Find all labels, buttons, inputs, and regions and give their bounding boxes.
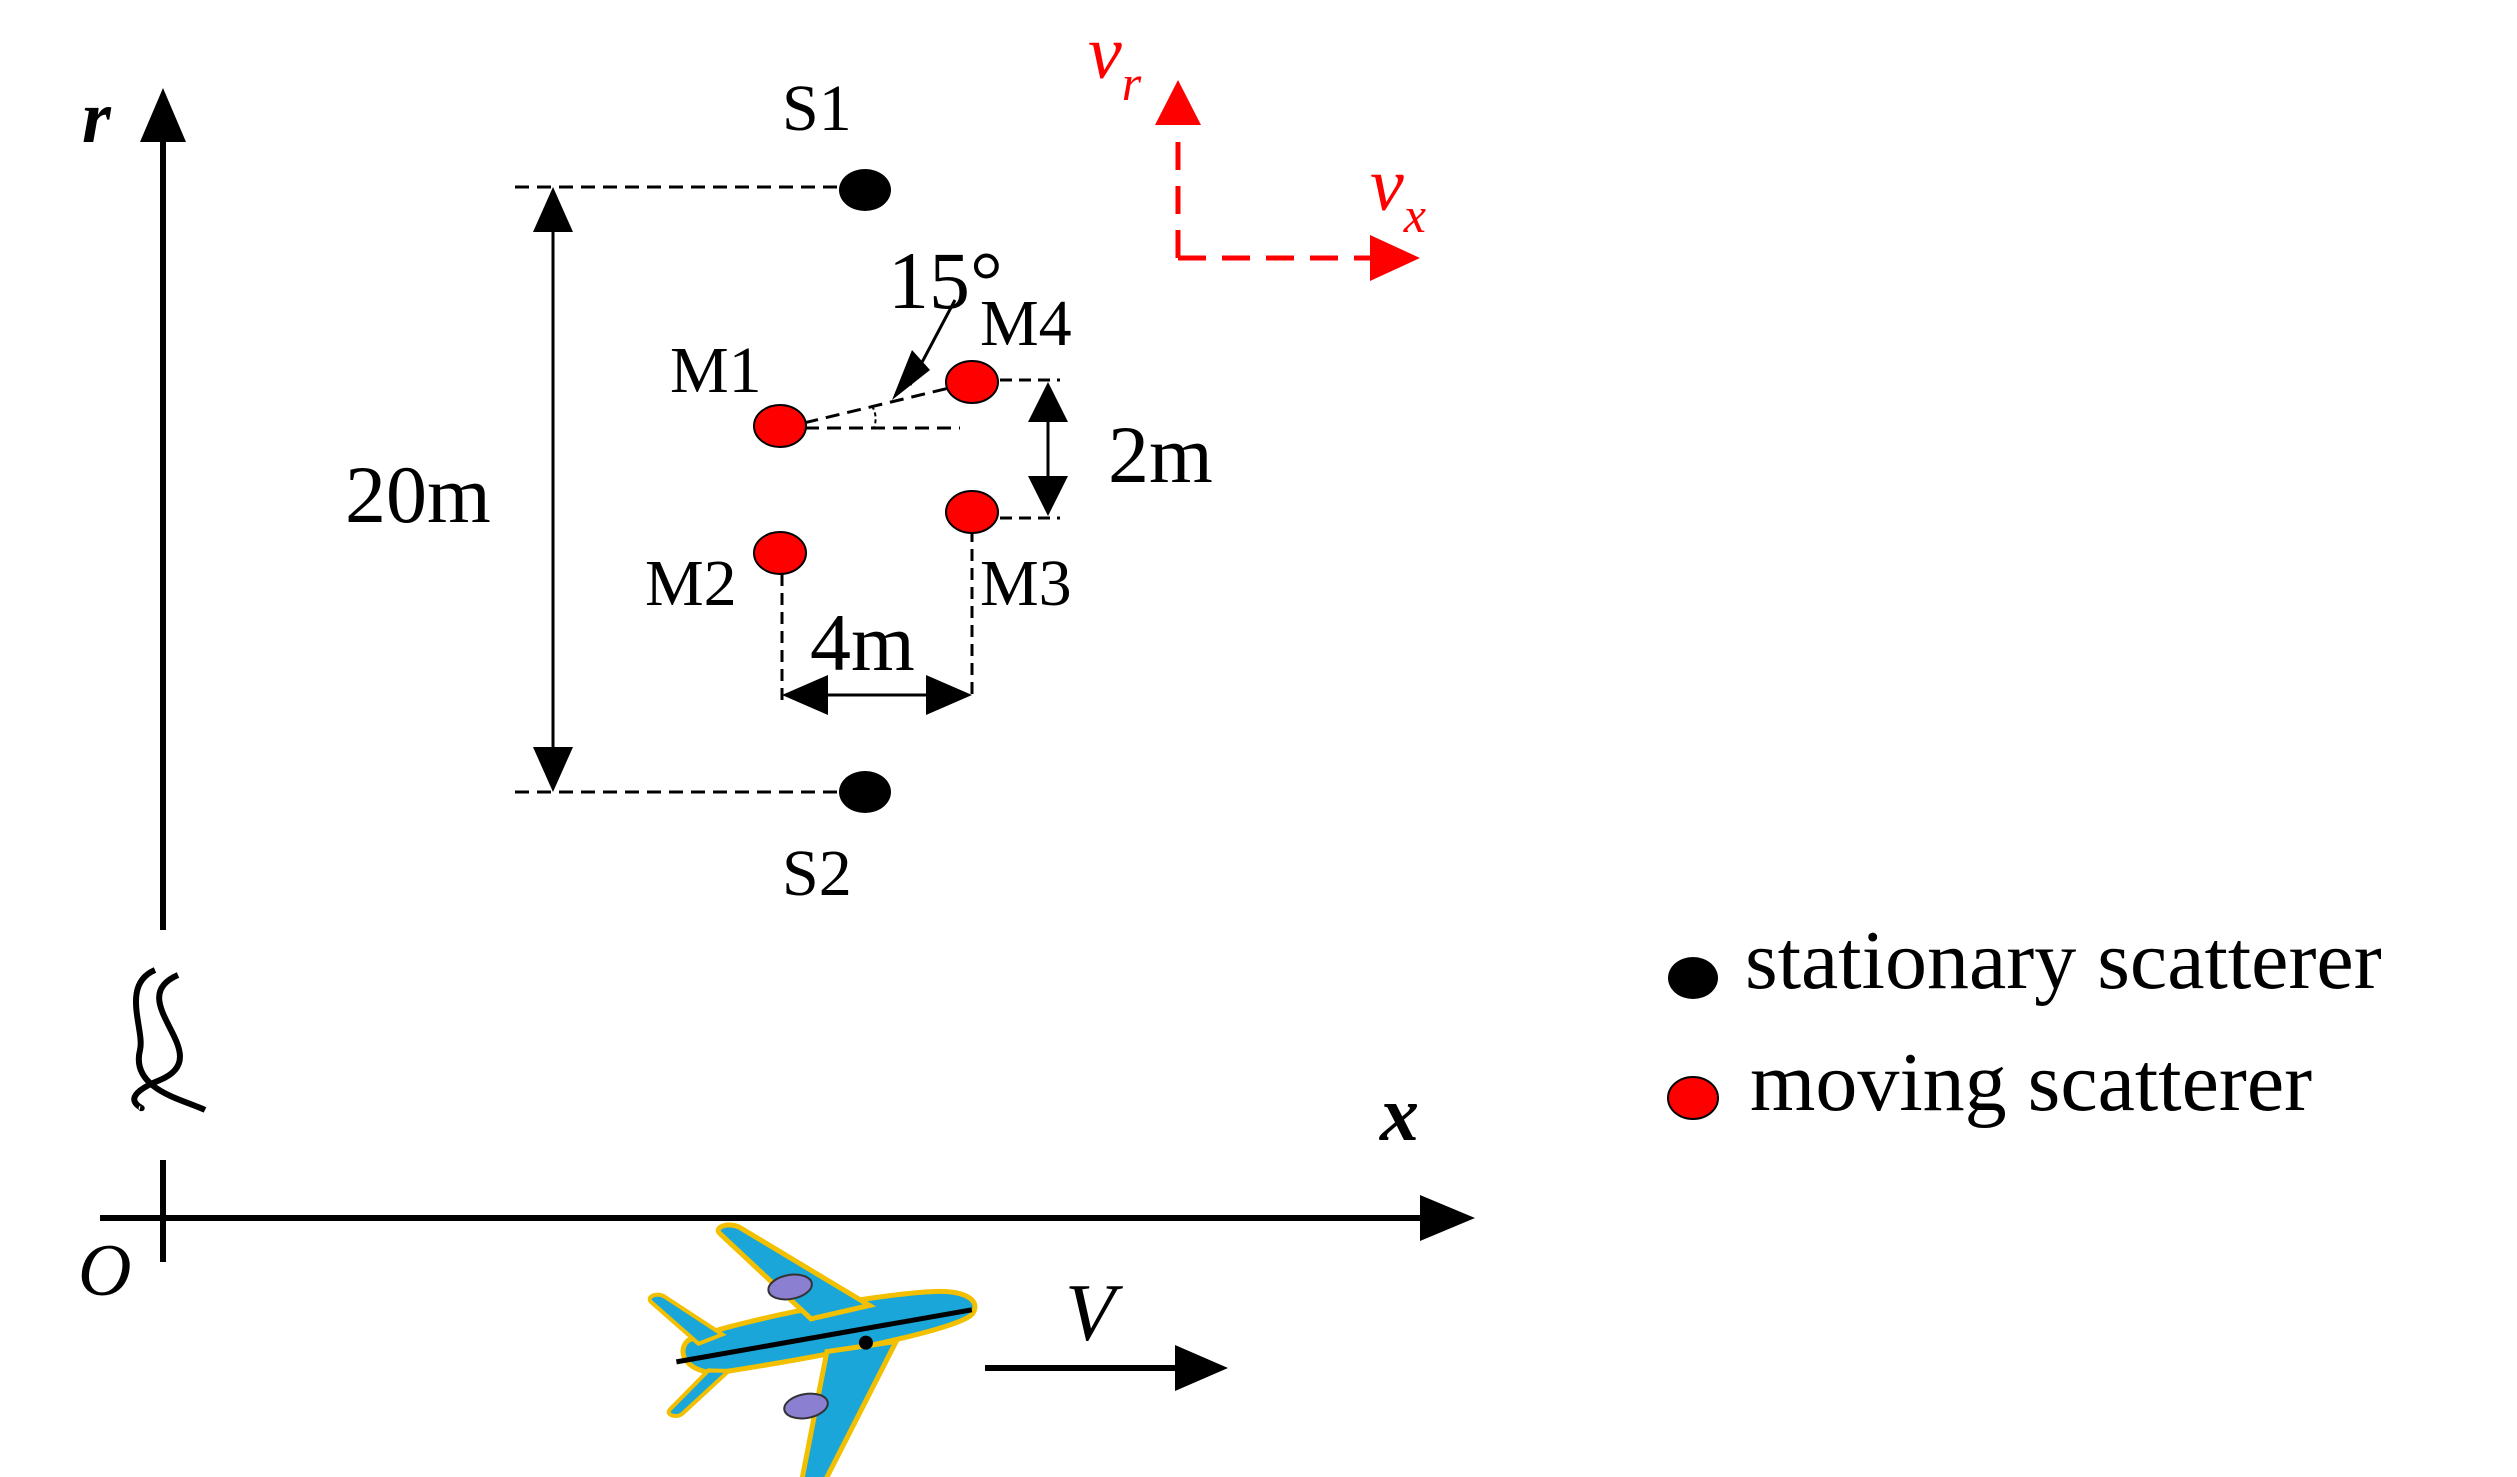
range-dimension-20m [515,185,840,794]
scatterer-m2-label: M2 [645,547,737,620]
scatterer-m3-label: M3 [980,547,1072,620]
legend: stationary scatterer moving scatterer [1667,914,2382,1129]
origin-label: O [78,1230,131,1312]
x-axis [100,1160,1475,1262]
moving-azimuth-label: 4m [810,597,915,688]
scatterer-m4 [945,360,999,404]
angle-annotation [782,299,971,430]
scatterer-s1 [839,169,891,211]
legend-moving-label: moving scatterer [1750,1036,2312,1129]
angle-label: 15° [888,235,1003,326]
scatterer-m3 [945,490,999,534]
legend-stationary-marker [1668,957,1718,999]
legend-stationary-label: stationary scatterer [1745,914,2382,1007]
scatterer-s2-label: S2 [782,837,852,910]
platform-velocity-label: V [1065,1267,1123,1358]
platform-velocity-arrow [985,1345,1228,1391]
scatterer-s2 [839,771,891,813]
range-dimension-label: 20m [345,449,491,540]
vr-label: vr [1088,11,1142,111]
scatterer-m1 [753,404,807,448]
scatterer-m2 [753,531,807,575]
scatterer-s1-label: S1 [782,72,852,145]
x-axis-label: x [1379,1070,1419,1157]
scatterer-m1-label: M1 [670,334,762,407]
r-axis-label: r [82,77,112,159]
scatterer-m4-label: M4 [980,287,1072,360]
airplane-icon [647,1222,978,1477]
moving-range-dimension-2m [1000,378,1068,520]
vx-label: vx [1370,143,1426,243]
axis-break-icon [131,967,207,1113]
velocity-components [1155,80,1420,281]
r-axis [140,88,186,930]
moving-azimuth-dimension-4m [780,530,974,715]
moving-range-label: 2m [1108,409,1213,500]
legend-moving-marker [1667,1076,1719,1120]
